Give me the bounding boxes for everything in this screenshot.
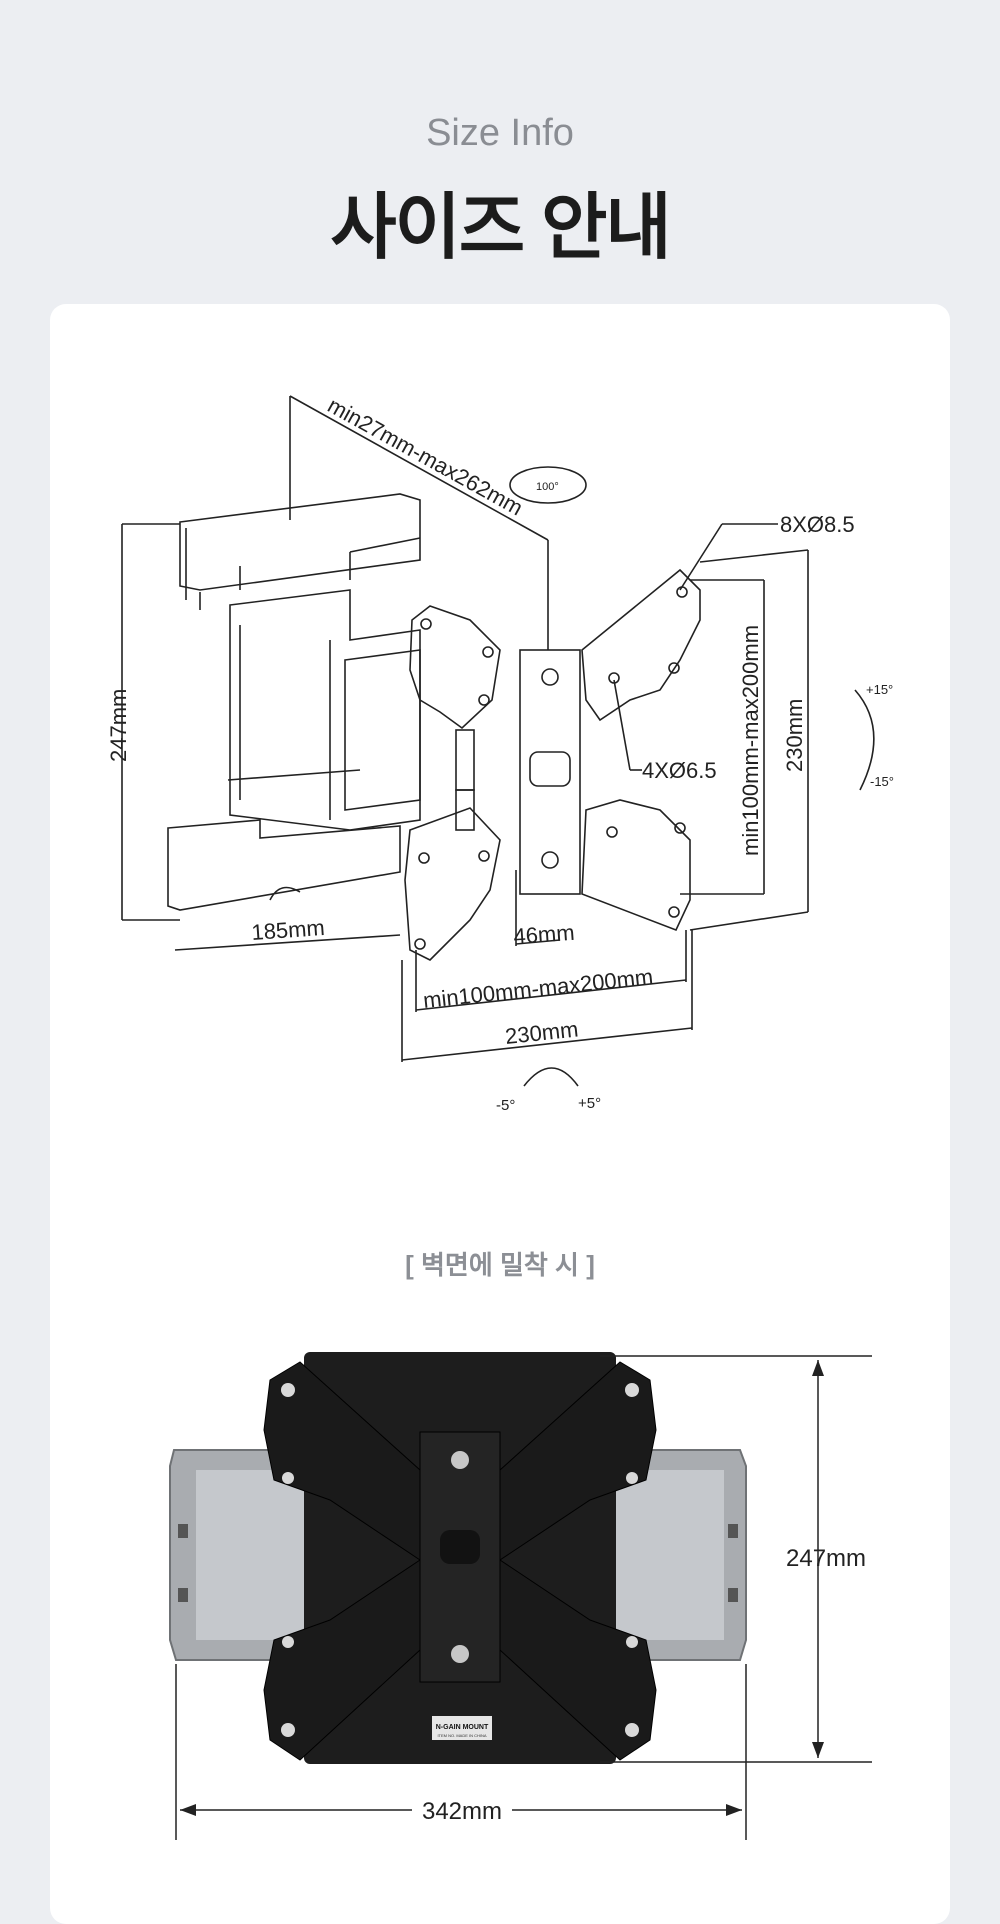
arm-width-label: 185mm [251, 915, 326, 945]
size-info-subtitle: Size Info [426, 112, 574, 154]
vesa-vertical-label: min100mm-max200mm [738, 625, 763, 856]
large-hole-label: 8XØ8.5 [780, 512, 855, 537]
arm-plate-right [579, 1449, 747, 1661]
swivel-left-label: -5° [496, 1097, 515, 1114]
plate-vertical-label: 230mm [782, 699, 807, 772]
brand-label: N-GAIN MOUNT [436, 1724, 489, 1731]
photo-width-label: 342mm [422, 1798, 502, 1825]
wall-mounted-caption: [ 벽면에 밀착 시 ] [405, 1250, 595, 1280]
height-dimension-label: 247mm [106, 689, 131, 762]
tilt-up-label: +15° [866, 682, 893, 697]
brand-sub-label: ITEM NO. MADE IN CHINA [437, 1733, 486, 1738]
small-hole-label: 4XØ6.5 [642, 758, 717, 783]
swivel-right-label: +5° [578, 1095, 601, 1112]
photo-height-label: 247mm [786, 1545, 866, 1572]
tilt-down-label: -15° [870, 774, 894, 789]
plate-width-label: 46mm [513, 920, 576, 949]
rotation-label: 100° [536, 481, 559, 493]
page-title: 사이즈 안내 [330, 188, 671, 268]
